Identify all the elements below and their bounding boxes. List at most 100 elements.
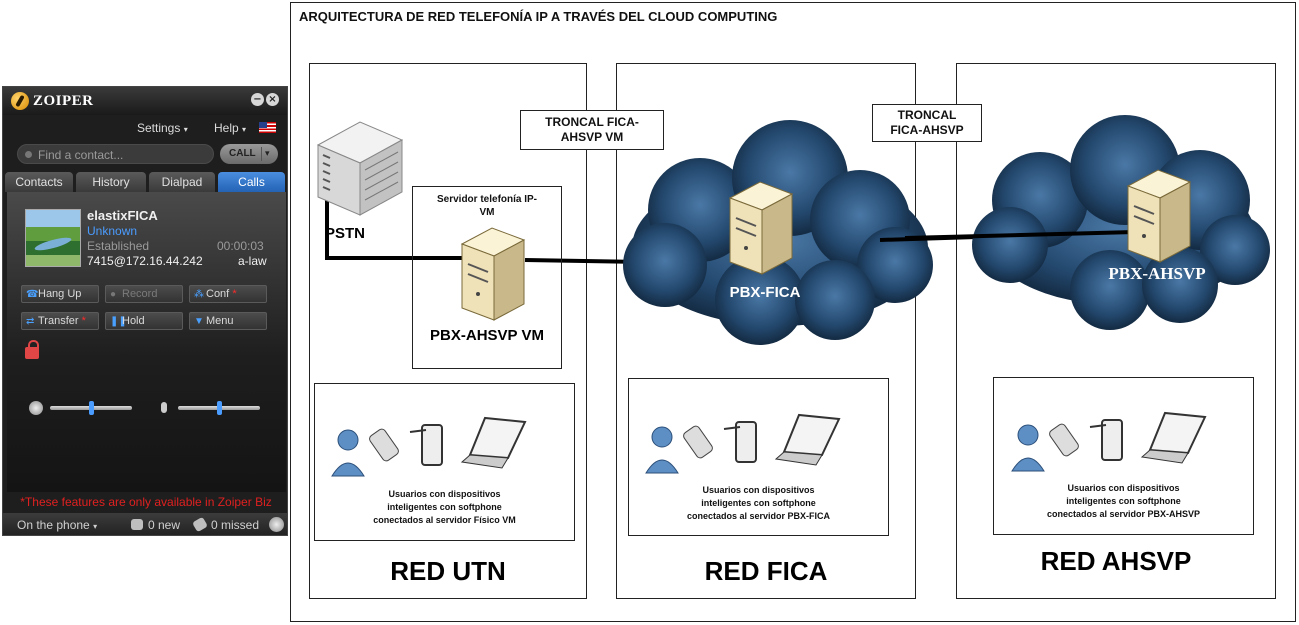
conf-label: Conf	[206, 288, 230, 300]
cloud-ahsvp	[972, 115, 1270, 330]
record-label: Record	[122, 288, 158, 300]
hold-label: Hold	[122, 315, 145, 327]
us-flag-icon[interactable]	[259, 122, 276, 133]
troncal-label: TRONCAL FICA-AHSVP	[872, 104, 982, 142]
call-address: 7415@172.16.44.242	[87, 254, 203, 268]
speaker-volume-handle[interactable]	[88, 401, 94, 415]
pstn-label: PSTN	[325, 225, 366, 242]
new-messages-count[interactable]: 0 new	[148, 518, 181, 532]
help-label: Help	[214, 121, 239, 135]
network-fica-label: RED FICA	[704, 556, 828, 586]
users-ahsvp-caption: Usuarios con dispositivos inteligentes c…	[995, 482, 1252, 521]
troncal-line-1: TRONCAL	[897, 108, 957, 122]
mobile-phone-icon	[369, 428, 399, 462]
conference-icon: ⁂	[194, 289, 204, 300]
tab-dialpad[interactable]: Dialpad	[149, 172, 215, 192]
users-ahsvp-line-3: conectados al servidor PBX-AHSVP	[1046, 509, 1201, 519]
call-state: Established	[87, 239, 150, 253]
users-utn-caption: Usuarios con dispositivos inteligentes c…	[316, 488, 573, 527]
menu-button[interactable]: ▼Menu	[189, 312, 267, 330]
caller-name: elastixFICA	[87, 208, 158, 223]
biz-feature-star: *	[81, 315, 86, 327]
users-fica-line-1: Usuarios con dispositivos	[702, 485, 815, 495]
vm-server-title-line-2: VM	[479, 207, 495, 218]
transfer-label: Transfer	[38, 315, 79, 327]
contact-avatar	[25, 209, 81, 267]
presence-label: On the phone	[17, 518, 90, 532]
call-codec: a-law	[238, 254, 267, 268]
call-button[interactable]: CALL	[220, 144, 278, 164]
chevron-down-icon: ▼	[194, 316, 204, 327]
minimize-icon[interactable]: −	[251, 93, 264, 106]
status-globe-icon[interactable]	[269, 517, 284, 532]
troncal-vm-line-1: TRONCAL FICA-	[545, 115, 639, 129]
microphone-icon[interactable]	[161, 402, 167, 413]
chevron-down-icon: ▾	[183, 125, 188, 134]
cloud-fica	[623, 120, 933, 345]
server-ahsvp-icon	[1126, 169, 1192, 263]
users-utn-line-1: Usuarios con dispositivos	[388, 489, 501, 499]
user-icon	[1011, 424, 1045, 472]
tab-history[interactable]: History	[76, 172, 146, 192]
speaker-icon[interactable]	[29, 401, 43, 415]
mobile-phone-icon	[1049, 423, 1079, 457]
laptop-icon	[1140, 411, 1207, 464]
menu-label: Menu	[206, 315, 234, 327]
conf-button[interactable]: ⁂Conf *	[189, 285, 267, 303]
troncal-line-2: FICA-AHSVP	[890, 123, 964, 137]
users-ahsvp-line-1: Usuarios con dispositivos	[1067, 483, 1180, 493]
users-ahsvp-line-2: inteligentes con softphone	[1066, 496, 1181, 506]
tablet-icon	[723, 421, 757, 463]
call-button-divider	[261, 147, 262, 161]
missed-calls-count[interactable]: 0 missed	[211, 518, 260, 532]
call-dropdown-icon[interactable]: ▾	[265, 149, 270, 159]
zoiper-logo-icon	[11, 92, 29, 110]
app-title: ZOIPER	[33, 93, 94, 109]
biz-features-notice: *These features are only available in Zo…	[20, 495, 272, 509]
users-fica-line-3: conectados al servidor PBX-FICA	[686, 511, 831, 521]
hang-up-label: Hang Up	[38, 288, 82, 300]
presence-menu[interactable]: On the phone ▾	[17, 518, 97, 532]
hold-button[interactable]: ❚❚Hold	[105, 312, 183, 330]
title-bar[interactable]	[3, 87, 287, 115]
tablet-icon	[1089, 419, 1123, 461]
search-input[interactable]	[38, 147, 208, 162]
devices-utn-icons	[331, 416, 527, 477]
transfer-icon: ⇄	[26, 316, 35, 327]
mobile-phone-icon	[683, 425, 713, 459]
vm-server-label: PBX-AHSVP VM	[430, 327, 544, 344]
unlocked-padlock-icon[interactable]	[25, 340, 39, 359]
devices-fica-icons	[645, 413, 841, 474]
hang-up-icon: ☎	[26, 289, 39, 300]
users-utn-line-2: inteligentes con softphone	[387, 502, 502, 512]
users-fica-box	[628, 378, 889, 536]
laptop-icon	[774, 413, 841, 466]
troncal-vm-link	[524, 258, 641, 264]
users-ahsvp-box	[993, 377, 1254, 535]
tab-calls[interactable]: Calls	[218, 172, 285, 192]
network-utn-label: RED UTN	[390, 556, 506, 586]
close-icon[interactable]: ×	[266, 93, 279, 106]
settings-menu[interactable]: Settings ▾	[137, 121, 188, 135]
record-button[interactable]: ●Record	[105, 285, 183, 303]
transfer-button[interactable]: ⇄Transfer *	[21, 312, 99, 330]
troncal-vm-line-2: AHSVP VM	[560, 130, 624, 144]
messages-icon[interactable]	[131, 519, 143, 530]
chevron-down-icon: ▾	[93, 522, 98, 531]
help-menu[interactable]: Help ▾	[214, 121, 246, 135]
pstn-link	[325, 200, 466, 260]
zoiper-window: ZOIPER − × Settings ▾ Help ▾ CALL ▾ Cont…	[2, 86, 288, 536]
users-fica-caption: Usuarios con dispositivos inteligentes c…	[630, 484, 887, 523]
server-fica-icon	[728, 181, 794, 275]
mic-volume-handle[interactable]	[216, 401, 222, 415]
network-ahsvp-label: RED AHSVP	[1040, 546, 1192, 576]
tab-contacts[interactable]: Contacts	[5, 172, 73, 192]
caller-status: Unknown	[87, 224, 138, 238]
hang-up-button[interactable]: ☎Hang Up	[21, 285, 99, 303]
laptop-icon	[460, 416, 527, 469]
pbx-fica-label: PBX-FICA	[729, 284, 801, 301]
status-bar	[3, 513, 287, 535]
users-fica-line-2: inteligentes con softphone	[701, 498, 816, 508]
user-icon	[331, 429, 365, 477]
diagram-title: ARQUITECTURA DE RED TELEFONÍA IP A TRAVÉ…	[299, 9, 778, 24]
